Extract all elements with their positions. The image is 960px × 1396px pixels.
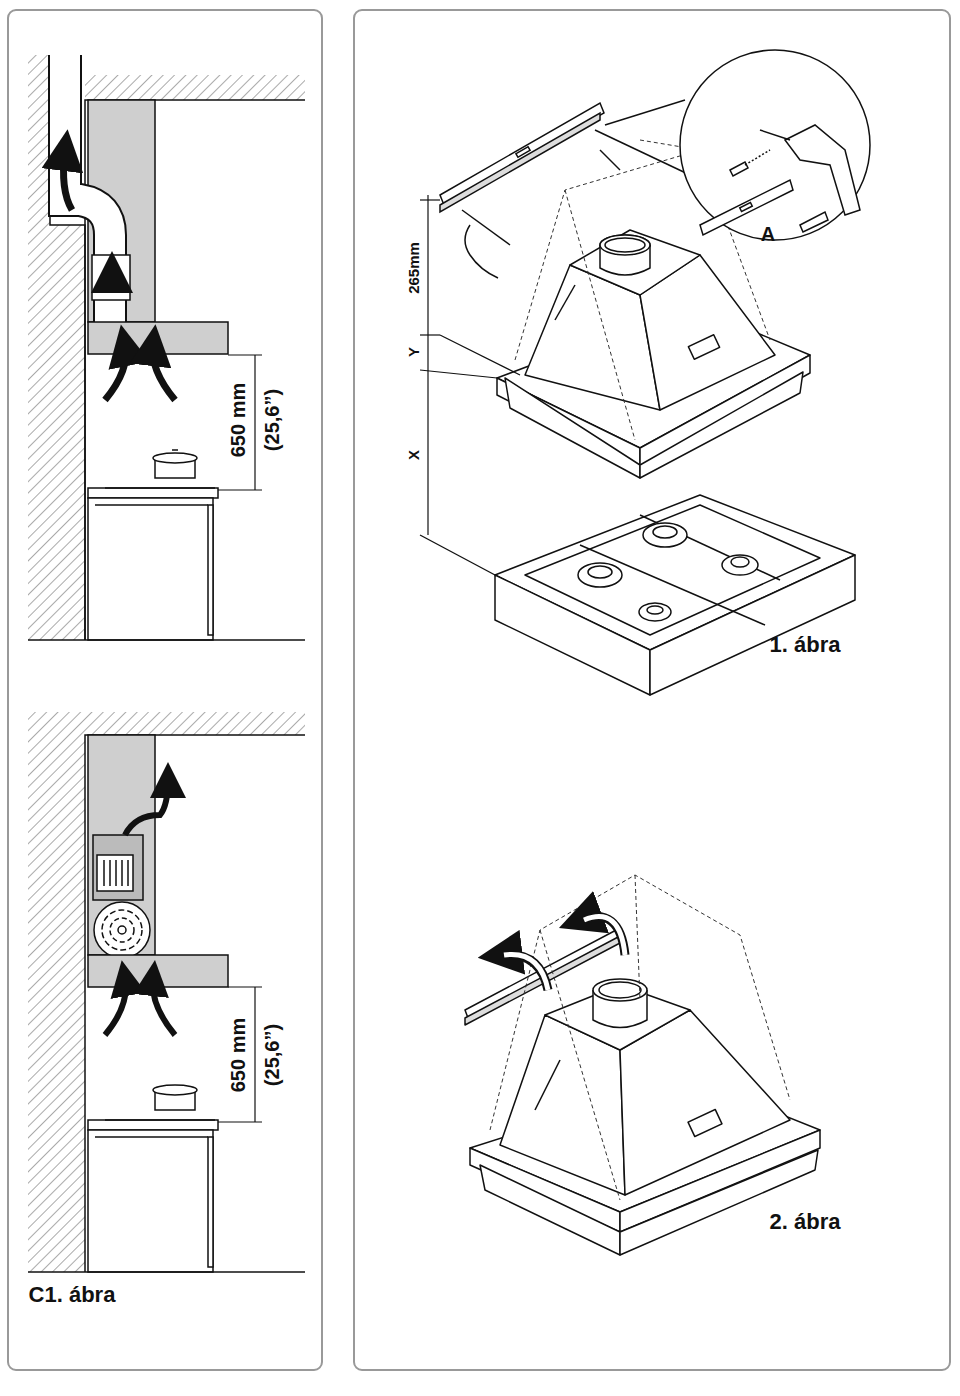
figure-number: C1. ábra: [29, 1284, 116, 1306]
dimension-letter: X: [405, 448, 422, 462]
figure-number: 1. ábra: [770, 634, 841, 656]
dimension-value: 650 mm: [227, 1016, 249, 1095]
part-letter: A: [761, 224, 775, 244]
dimension-value: 650 mm: [227, 381, 249, 460]
figure-number: 2. ábra: [770, 1211, 841, 1233]
dimension-inch: (25,6”): [261, 387, 283, 453]
dimension-letter: Y: [405, 345, 422, 359]
dimension-value: 265mm: [405, 240, 422, 296]
dimension-inch: (25,6”): [261, 1022, 283, 1088]
